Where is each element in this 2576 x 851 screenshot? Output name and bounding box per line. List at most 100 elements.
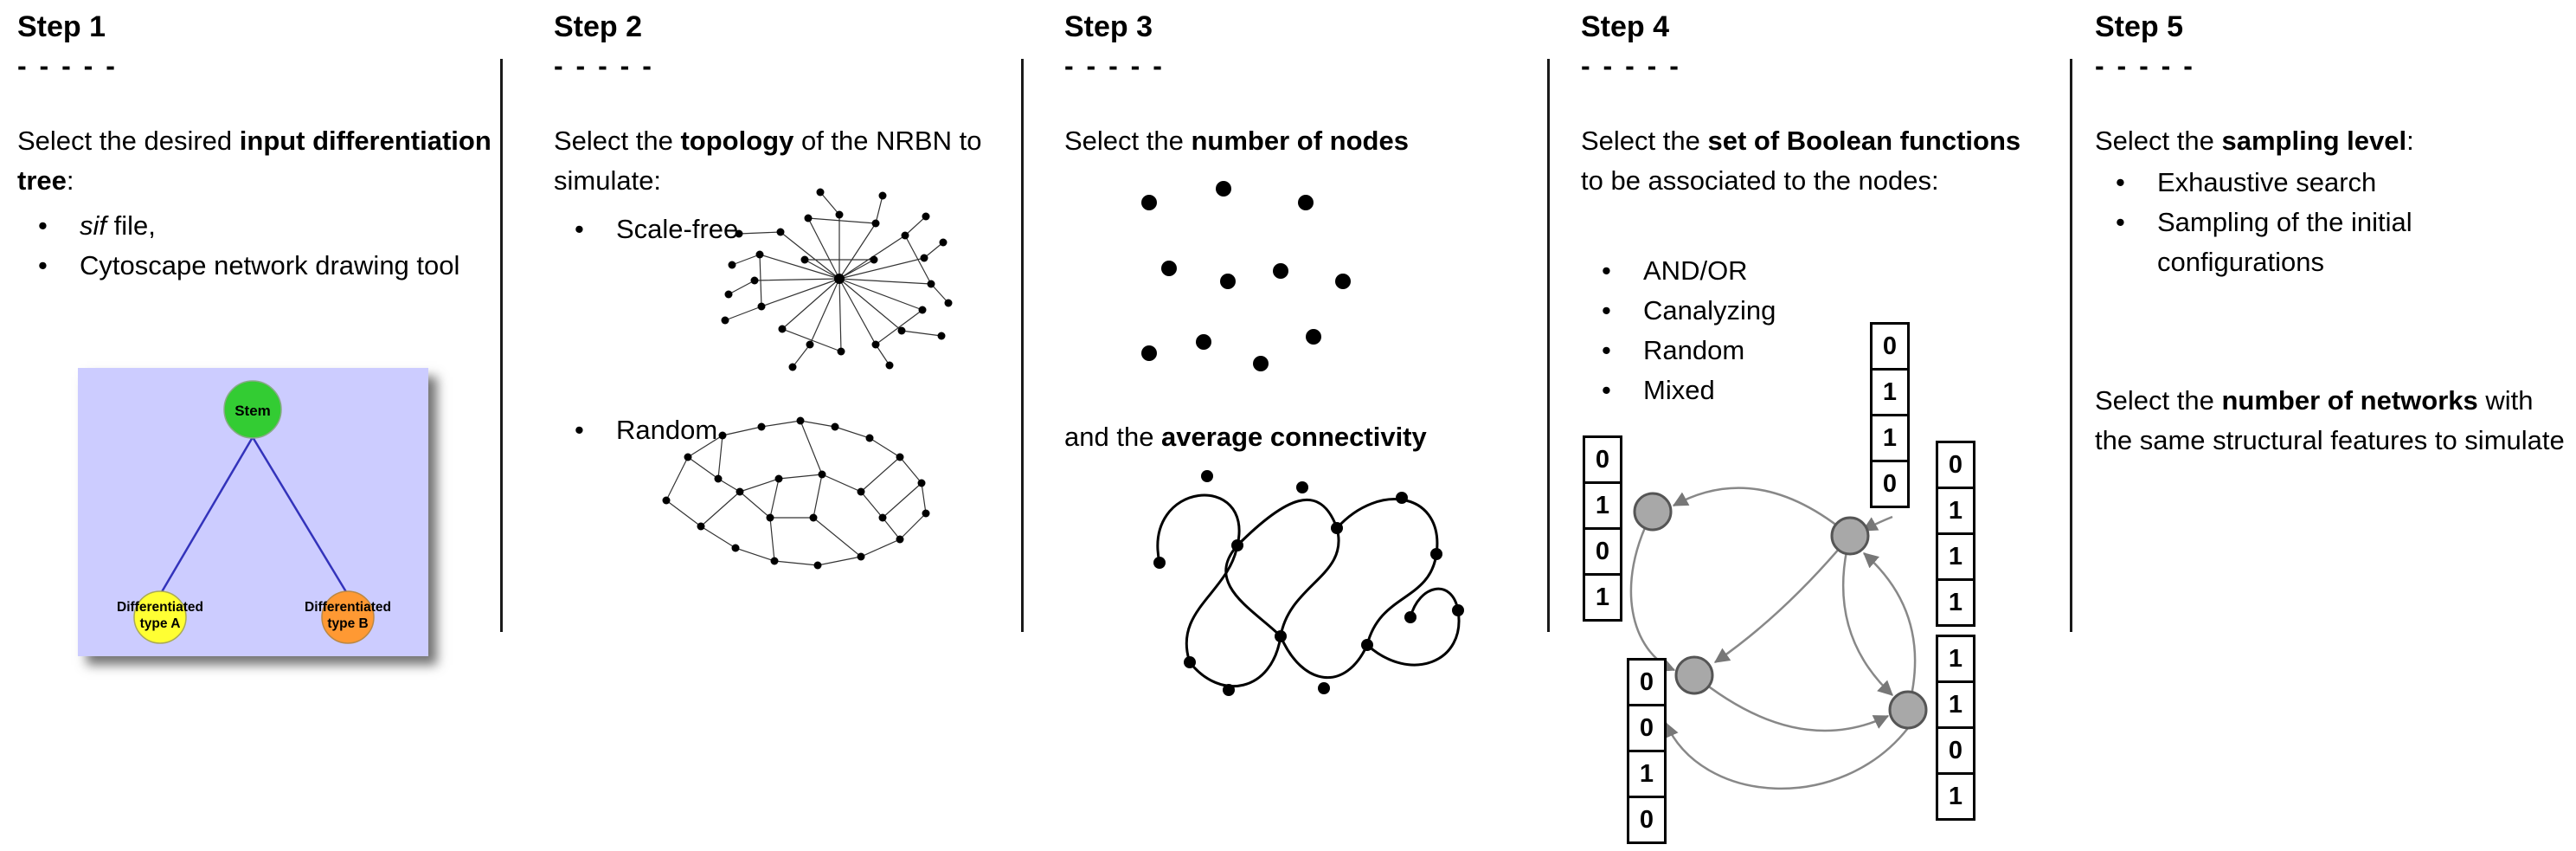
truth-cell: 1 <box>1936 680 1975 729</box>
truth-cell: 0 <box>1627 796 1667 844</box>
truth-cell: 1 <box>1936 772 1975 821</box>
random-nodes <box>662 416 930 570</box>
line1-bold: number of nodes <box>1191 126 1409 156</box>
boolean-network-svg <box>1629 487 1928 790</box>
truth-cell: 1 <box>1936 532 1975 581</box>
type-a-label-line2: type A <box>140 616 181 631</box>
truth-cell: 0 <box>1627 704 1667 752</box>
boolean-network-graphic: 0 1 1 0 0 1 0 1 0 1 1 1 1 1 0 1 <box>1581 307 1988 851</box>
column-divider-4 <box>2070 59 2072 632</box>
scale-free-network-graphic <box>710 182 960 385</box>
sampling-text: Sampling of the initial configurations <box>2157 207 2412 277</box>
gene-node-1 <box>1633 492 1673 532</box>
network-nodes <box>1633 492 1928 730</box>
line2-bold: average connectivity <box>1161 422 1427 452</box>
step-1-title: Step 1 <box>17 10 106 43</box>
sampling-bullet-list: Exhaustive search Sampling of the initia… <box>2095 163 2562 282</box>
truth-cell: 1 <box>1583 573 1622 622</box>
step-5-para2: Select the number of networks with the s… <box>2095 381 2566 461</box>
step-4-dashes: - - - - - <box>1581 50 1681 81</box>
differentiated-type-a-node <box>133 590 187 644</box>
sif-word: sif <box>80 210 106 241</box>
line2-pre: and the <box>1064 422 1162 452</box>
tangle-edges <box>1156 493 1461 688</box>
list-item-mixed: Mixed <box>1581 371 1927 410</box>
gene-node-4 <box>1888 690 1928 730</box>
step-4-intro: Select the set of Boolean functions to b… <box>1581 121 2027 201</box>
step-2-column: Step 2 - - - - - Select the topology of … <box>554 0 991 851</box>
list-item-random: Random <box>554 410 813 450</box>
scale-free-bullet: Scale-free <box>554 210 813 249</box>
intro-bold: input differentiation tree <box>17 126 491 196</box>
and-or-text: AND/OR <box>1643 255 1748 286</box>
intro-pre: Select the <box>1581 126 1708 156</box>
truth-cell: 1 <box>1627 750 1667 798</box>
boolean-functions-bullet-list: AND/OR Canalyzing Random Mixed <box>1581 251 1927 410</box>
truth-cell: 0 <box>1627 658 1667 706</box>
random-network-graphic <box>640 396 965 596</box>
truth-table-column-right: 0 1 1 1 1 1 0 1 <box>1936 441 1975 821</box>
column-divider-1 <box>500 59 503 632</box>
gene-node-2 <box>1830 516 1870 556</box>
random-text: Random <box>616 415 718 445</box>
truth-cell: 0 <box>1936 441 1975 489</box>
exhaustive-text: Exhaustive search <box>2157 167 2377 197</box>
step-2-intro: Select the topology of the NRBN to simul… <box>554 121 986 201</box>
truth-table-column-top: 0 1 1 0 <box>1870 322 1910 508</box>
tangle-dots <box>1153 470 1464 696</box>
intro-post: to be associated to the nodes: <box>1581 165 1939 196</box>
step-3-title: Step 3 <box>1064 10 1153 43</box>
truth-table-column-bottom: 0 0 1 0 <box>1627 658 1667 844</box>
truth-table-column-left: 0 1 0 1 <box>1583 435 1622 622</box>
truth-cell: 1 <box>1583 481 1622 530</box>
truth-cell: 0 <box>1936 726 1975 775</box>
step-3-line2: and the average connectivity <box>1064 417 1549 457</box>
type-b-label-line1: Differentiated <box>305 600 391 615</box>
connectivity-tangle-graphic <box>1125 463 1506 714</box>
scale-free-network-svg <box>721 188 953 371</box>
truth-cell: 1 <box>1936 635 1975 683</box>
gene-node-3 <box>1674 655 1714 695</box>
list-item-and-or: AND/OR <box>1581 251 1927 291</box>
intro-bold: set of Boolean functions <box>1707 126 2021 156</box>
intro-post: : <box>2406 126 2414 156</box>
intro-post: of the NRBN to simulate: <box>554 126 982 196</box>
type-b-label-line2: type B <box>327 616 368 631</box>
list-item-cytoscape: Cytoscape network drawing tool <box>17 246 502 286</box>
tree-edge-left <box>158 436 254 596</box>
connectivity-tangle-svg <box>1153 470 1464 696</box>
differentiated-type-b-node <box>321 590 375 644</box>
intro-pre: Select the <box>2095 126 2222 156</box>
truth-cell: 1 <box>1936 487 1975 535</box>
tree-edge-right <box>251 436 350 596</box>
scatter-dots <box>1141 181 1351 371</box>
sif-rest: file, <box>106 210 156 241</box>
random-network-svg <box>662 416 930 570</box>
differentiation-tree-graphic: Stem Differentiated type A Differentiate… <box>78 368 428 656</box>
step-5-intro: Select the sampling level: <box>2095 121 2571 161</box>
step-3-dashes: - - - - - <box>1064 50 1165 81</box>
truth-cell: 0 <box>1870 460 1910 508</box>
step-3-column: Step 3 - - - - - Select the number of no… <box>1064 0 1549 851</box>
mixed-text: Mixed <box>1643 375 1715 405</box>
step-2-title: Step 2 <box>554 10 643 43</box>
intro-pre: Select the <box>554 126 681 156</box>
line1-pre: Select the <box>1064 126 1192 156</box>
step-1-bullet-list: sif file, Cytoscape network drawing tool <box>17 206 502 286</box>
truth-cell: 0 <box>1583 435 1622 484</box>
truth-cell: 0 <box>1583 527 1622 576</box>
step-3-line1: Select the number of nodes <box>1064 121 1549 161</box>
intro-bold: topology <box>680 126 794 156</box>
step-2-dashes: - - - - - <box>554 50 654 81</box>
intro-bold: sampling level <box>2221 126 2407 156</box>
para2-post: with the same structural features to sim… <box>2095 385 2565 455</box>
column-divider-3 <box>1547 59 1550 632</box>
step-4-column: Step 4 - - - - - Select the set of Boole… <box>1581 0 2040 851</box>
step-1-intro: Select the desired input differentiation… <box>17 121 502 201</box>
truth-cell: 0 <box>1870 322 1910 371</box>
step-4-title: Step 4 <box>1581 10 1670 43</box>
nodes-scatter-svg <box>1141 181 1351 371</box>
list-item-canalyzing: Canalyzing <box>1581 291 1927 331</box>
para2-bold: number of networks <box>2221 385 2478 416</box>
differentiation-tree-svg: Stem Differentiated type A Differentiate… <box>78 368 428 656</box>
